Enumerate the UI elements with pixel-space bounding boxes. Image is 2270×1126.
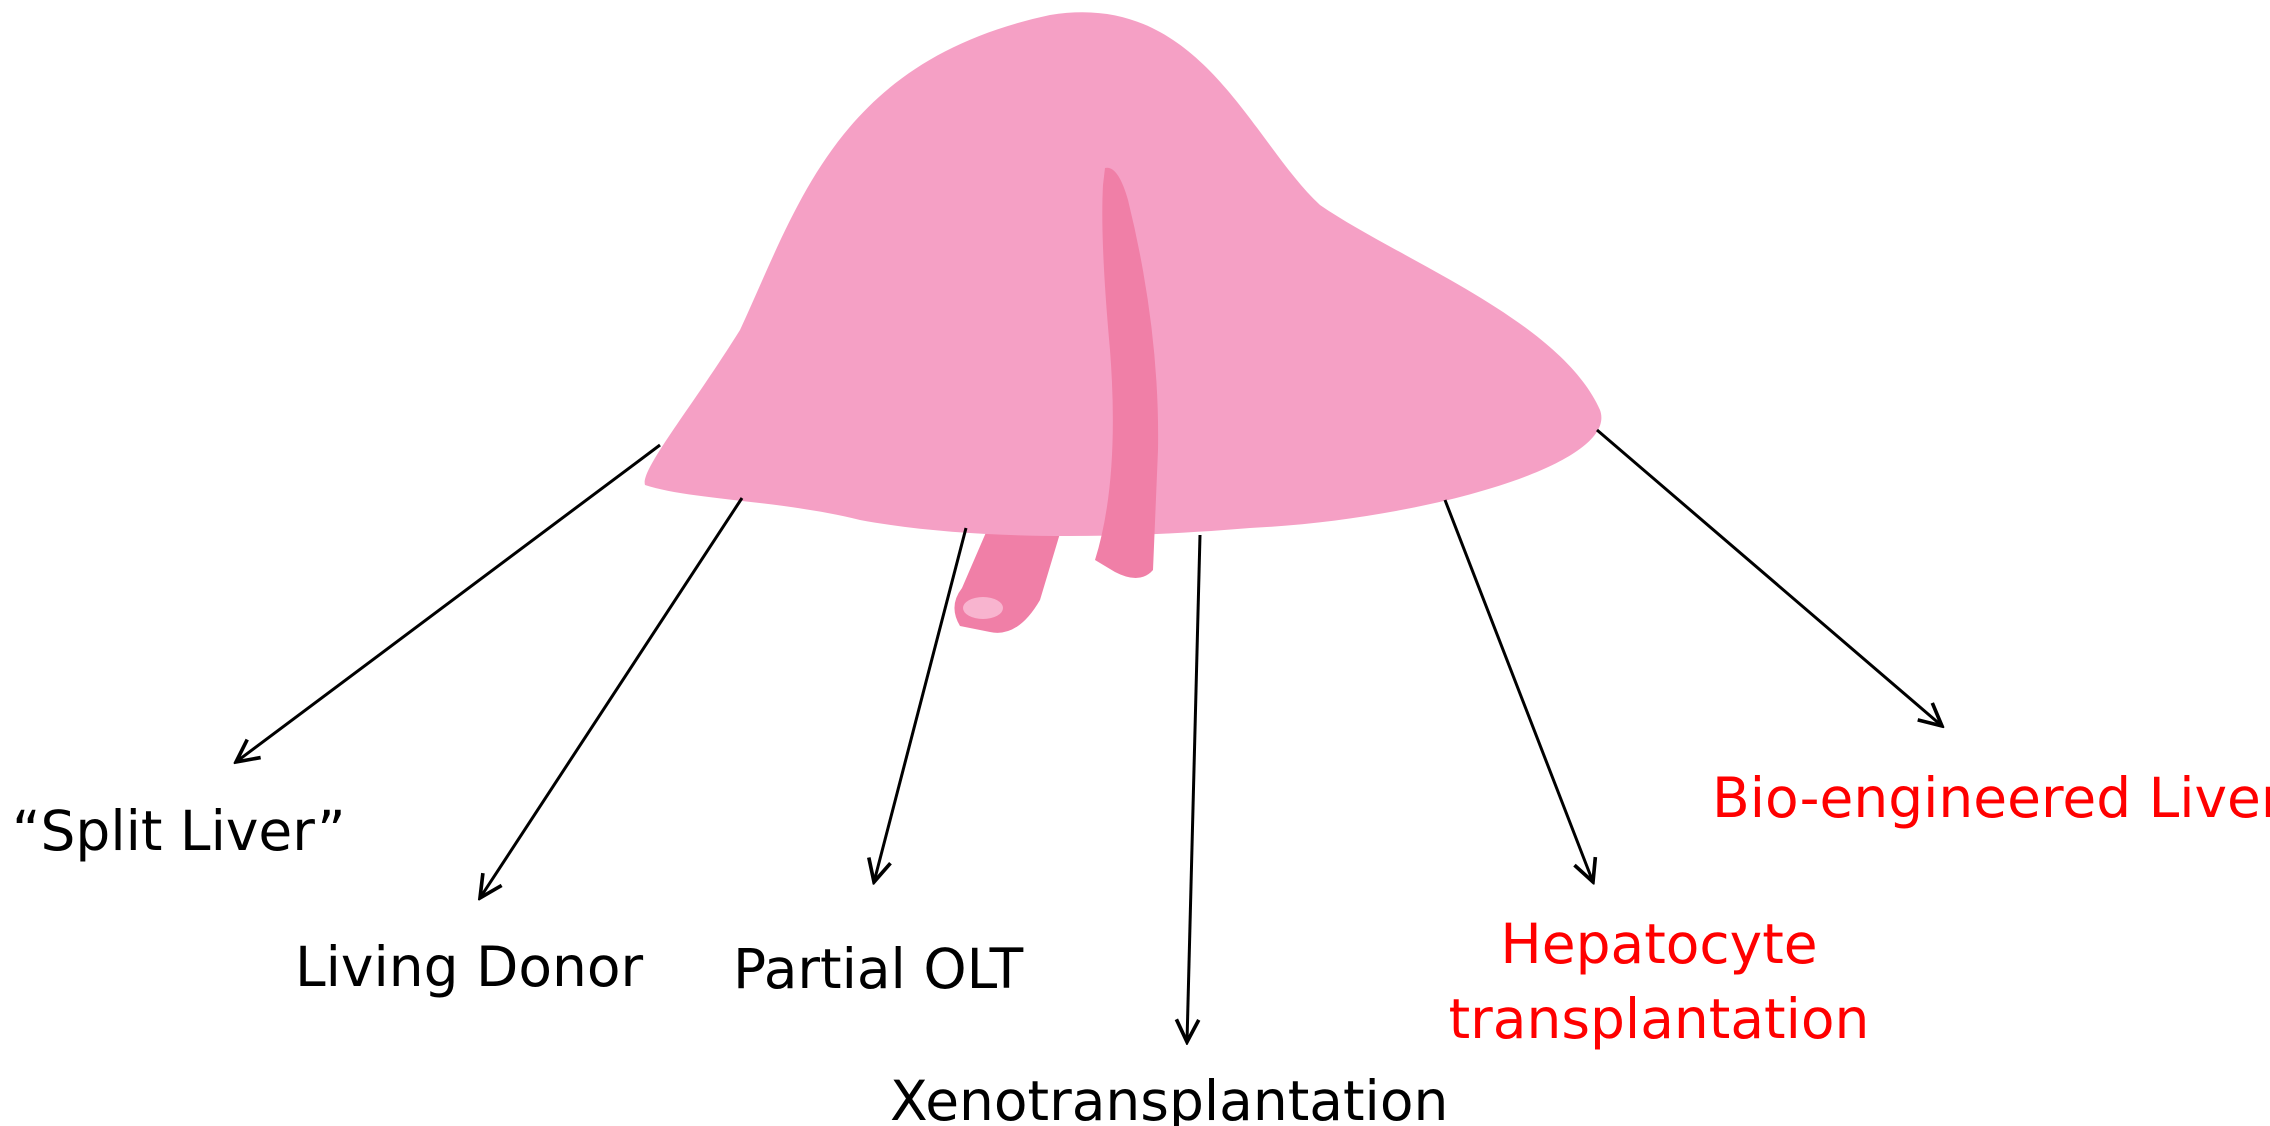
label-bio-engineered-liver: Bio-engineered Liver [1712,766,2270,830]
label-hepatocyte-line1: Hepatocyte [1500,912,1817,976]
label-living-donor: Living Donor [295,935,644,999]
label-split-liver: “Split Liver” [12,799,346,863]
arrow-bio-engineered [1597,430,1942,726]
arrow-partial-olt [874,528,966,882]
arrow-split-liver [236,445,660,762]
labels: “Split Liver” Living Donor Partial OLT X… [12,766,2270,1126]
label-partial-olt: Partial OLT [733,937,1024,1001]
arrow-xenotransplantation [1187,535,1200,1042]
arrow-living-donor [480,498,742,898]
portal-vein-opening [963,597,1003,619]
arrow-hepatocyte [1445,500,1593,882]
label-hepatocyte-line2: transplantation [1449,987,1870,1051]
label-xenotransplantation: Xenotransplantation [890,1069,1448,1126]
